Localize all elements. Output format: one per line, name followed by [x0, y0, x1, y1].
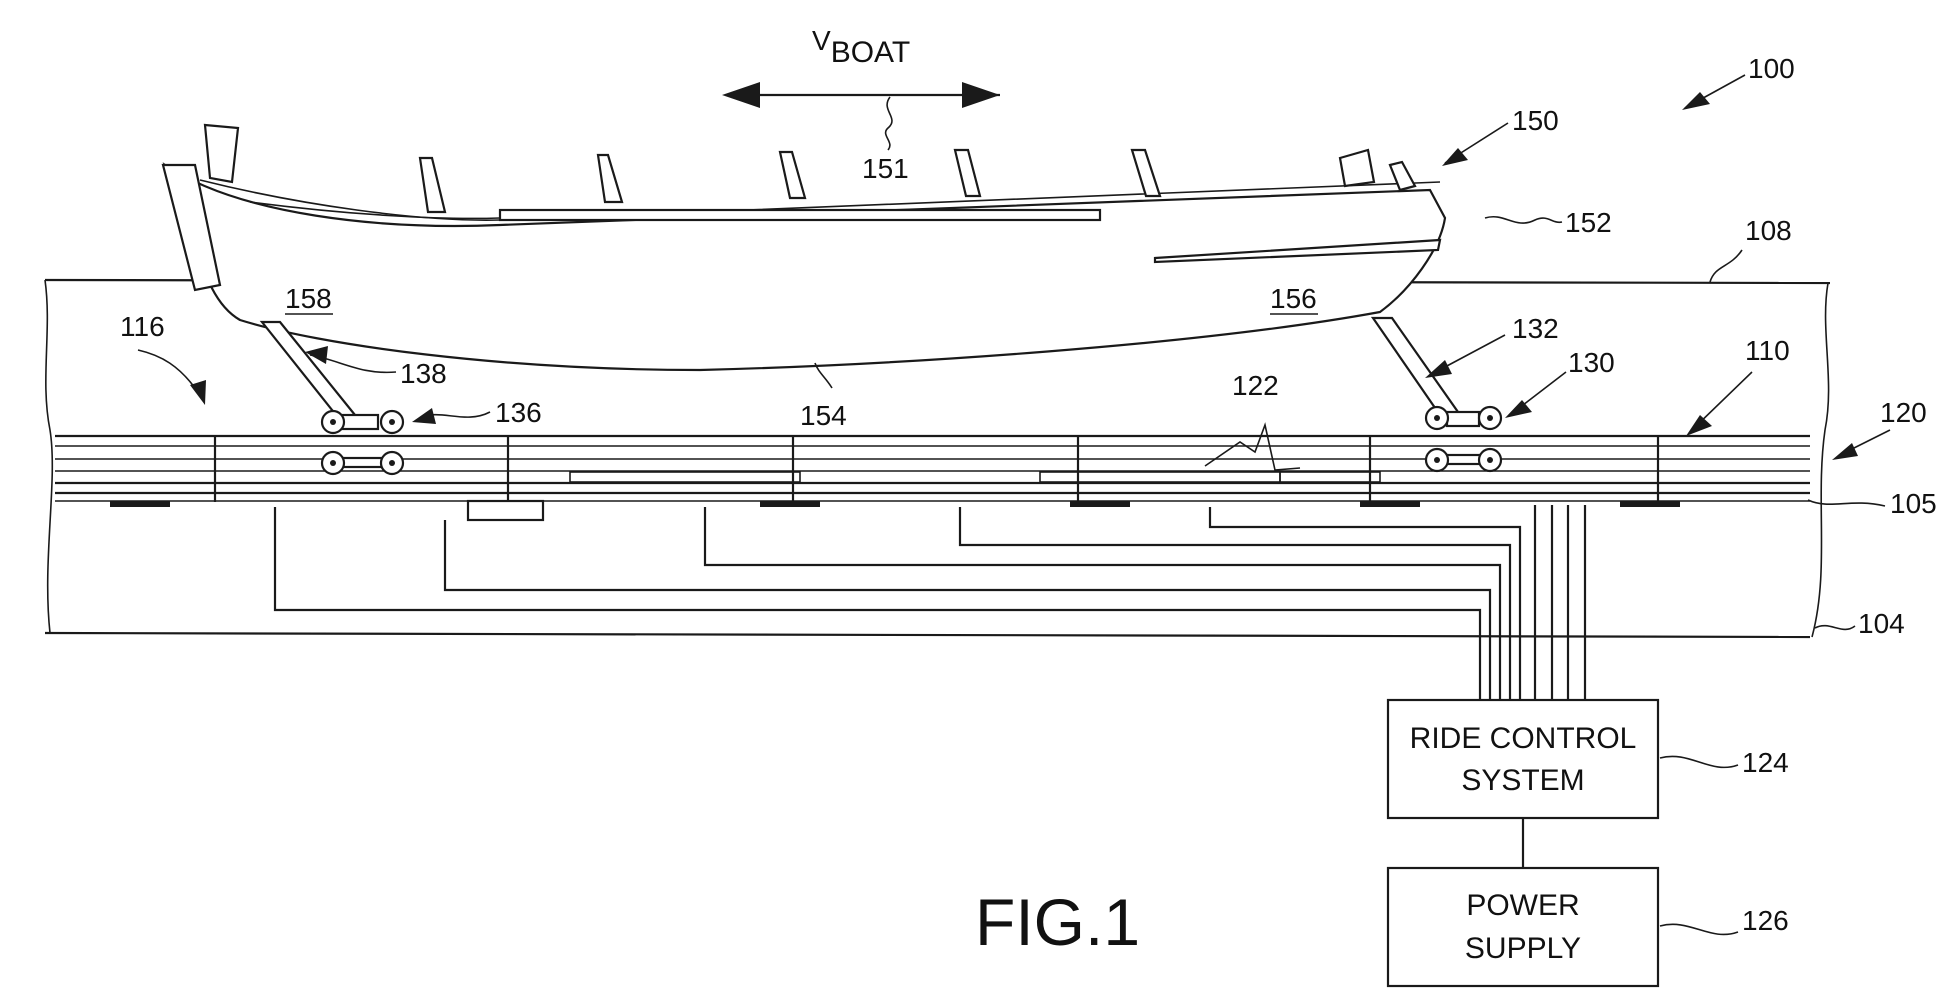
track-assembly	[55, 434, 1810, 522]
power-supply-label-line2: SUPPLY	[1465, 932, 1581, 965]
ref-152: 152	[1565, 207, 1612, 238]
ref-100: 100	[1748, 53, 1795, 84]
figure-title: FIG.1	[975, 885, 1140, 959]
ref-108: 108	[1745, 215, 1792, 246]
ref-104: 104	[1858, 608, 1905, 639]
ref-126: 126	[1742, 905, 1789, 936]
reference-numerals: 151 100 150 152 108 116 138 154 136 132 …	[120, 53, 1937, 936]
front-bogie	[1370, 316, 1503, 473]
ref-122: 122	[1232, 370, 1279, 401]
velocity-arrow	[722, 82, 1000, 151]
ref-116: 116	[120, 311, 165, 342]
ref-136: 136	[495, 397, 542, 428]
ref-105: 105	[1890, 488, 1937, 519]
ref-124: 124	[1742, 747, 1789, 778]
power-supply-box: POWER SUPPLY	[1386, 866, 1660, 988]
ref-158: 158	[285, 283, 332, 314]
control-wiring	[273, 505, 1587, 700]
ref-154: 154	[800, 400, 847, 431]
ref-138: 138	[400, 358, 447, 389]
ref-150: 150	[1512, 105, 1559, 136]
ref-156: 156	[1270, 283, 1317, 314]
power-supply-label-line1: POWER	[1466, 889, 1579, 922]
ride-control-system-box: RIDE CONTROL SYSTEM	[1386, 698, 1660, 820]
ref-110: 110	[1745, 335, 1790, 366]
ride-control-label-line2: SYSTEM	[1461, 764, 1584, 797]
boat: 158 156	[161, 123, 1447, 372]
rear-bogie	[259, 320, 405, 476]
velocity-label: VBOAT	[812, 25, 910, 69]
ref-132: 132	[1512, 313, 1559, 344]
ref-120: 120	[1880, 397, 1927, 428]
ride-control-label-line1: RIDE CONTROL	[1410, 722, 1637, 755]
ref-151: 151	[862, 153, 909, 184]
ref-130: 130	[1568, 347, 1615, 378]
